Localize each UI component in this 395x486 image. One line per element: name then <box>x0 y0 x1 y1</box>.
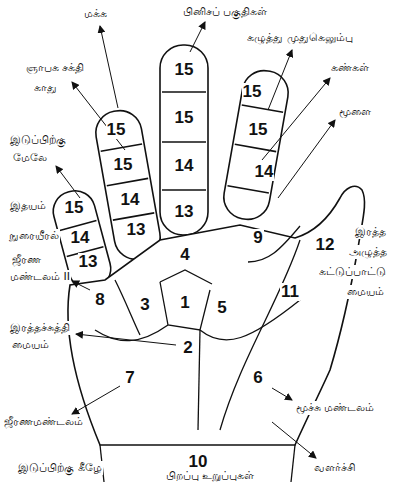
region-label: நுரையீரல் <box>8 229 60 243</box>
region-label: கண்கள் <box>330 61 370 75</box>
callout-number: 10 <box>188 453 209 472</box>
callout-number: 14 <box>254 163 275 182</box>
region-label: பினிசப் பகுதிகள் <box>182 5 269 19</box>
callout-number: 12 <box>315 236 336 255</box>
callout-number: 15 <box>174 61 195 80</box>
region-label: இடுப்பிற்கு கீழே <box>17 461 103 475</box>
region-label: ஜீரணமண்டலம் <box>3 415 84 429</box>
callout-number: 15 <box>174 109 195 128</box>
callout-number: 13 <box>78 253 99 272</box>
callout-number: 1 <box>179 294 190 313</box>
region-label: இரத்த <box>354 225 387 239</box>
region-label: மையம் <box>11 338 50 352</box>
callout-number: 15 <box>113 156 134 175</box>
region-label: வளர்ச்சி <box>313 461 357 475</box>
region-label: இதயம் <box>9 199 47 213</box>
region-label: மக்க <box>83 7 108 21</box>
region-label: இடுப்பிற்கு <box>9 133 67 147</box>
callout-number: 15 <box>242 83 263 102</box>
callout-number: 3 <box>139 296 150 315</box>
callout-number: 8 <box>94 291 105 310</box>
callout-number: 15 <box>64 199 85 218</box>
region-label: அழுத்த <box>348 245 388 259</box>
callout-number: 11 <box>280 283 300 302</box>
region-label: மையம் <box>346 285 385 299</box>
callout-number: 14 <box>120 191 141 210</box>
callout-number: 6 <box>252 369 263 388</box>
callout-number: 13 <box>174 203 195 222</box>
region-label: மண்டலம் II <box>9 270 71 284</box>
callout-number: 13 <box>126 221 147 240</box>
callout-number: 5 <box>216 299 227 318</box>
region-label: மேலே <box>12 151 48 165</box>
callout-number: 14 <box>174 157 195 176</box>
callout-number: 9 <box>252 229 263 248</box>
callout-number: 15 <box>248 121 269 140</box>
region-label: பிறப்பு உறுப்புகள் <box>165 469 256 483</box>
callout-number: 14 <box>70 229 91 248</box>
region-label: கழுத்து முதுகெலும்பு <box>246 31 354 45</box>
region-label: காது <box>33 81 58 95</box>
region-label: இரத்தச்சுத்தி <box>9 321 71 335</box>
region-label: ஞாபக சக்தி <box>25 61 86 75</box>
callout-number: 7 <box>124 369 135 388</box>
callout-number: 2 <box>182 339 193 358</box>
region-label: மூச்சு மண்டலம் <box>295 401 376 415</box>
callout-number: 4 <box>179 246 190 265</box>
region-label: கட்டுப்பாட்டு <box>318 265 387 279</box>
region-label: ஜீரண <box>11 253 42 267</box>
region-label: மூளை <box>338 105 372 119</box>
callout-number: 15 <box>106 121 127 140</box>
